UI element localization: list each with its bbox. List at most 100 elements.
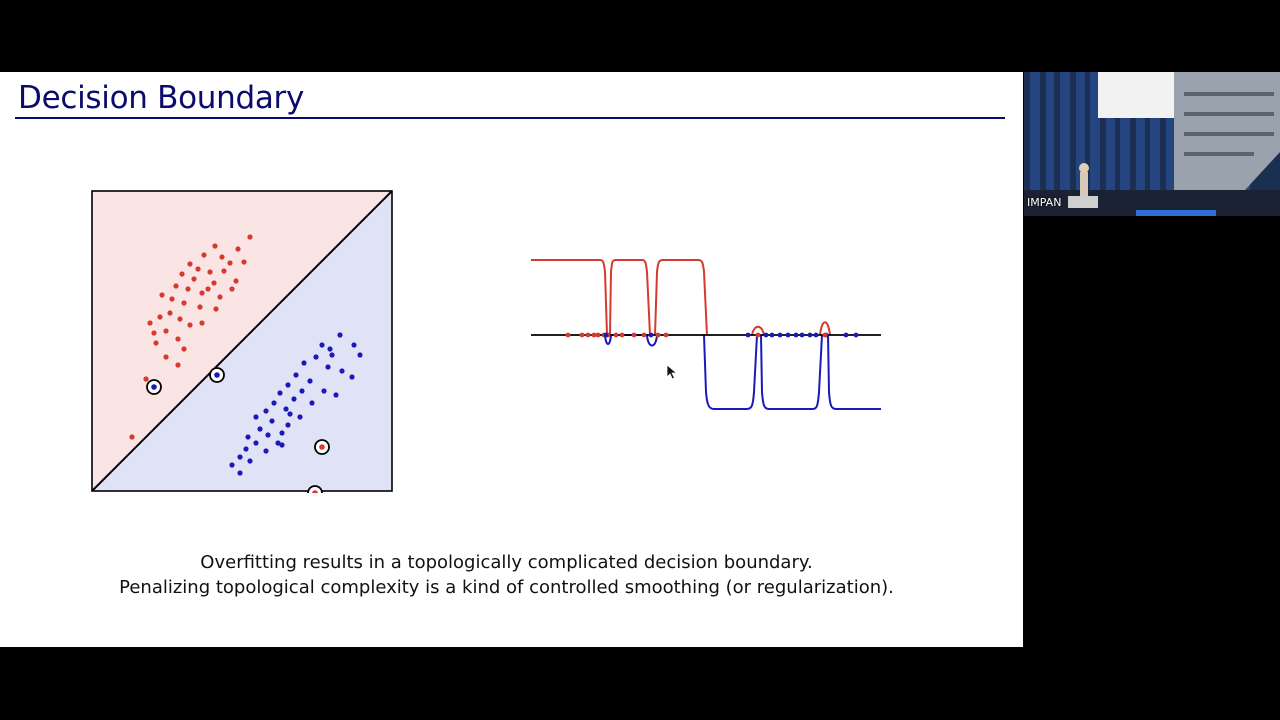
red-point <box>197 304 203 310</box>
blue-point <box>293 372 299 378</box>
red-point <box>181 300 187 306</box>
red-point <box>229 286 235 292</box>
red-point <box>191 276 197 282</box>
blue-axis-point <box>799 332 805 338</box>
red-axis-point <box>655 332 661 338</box>
misclassified-dot <box>214 372 220 378</box>
red-point <box>181 346 187 352</box>
blue-axis-point <box>763 332 769 338</box>
blue-point <box>253 414 259 420</box>
blue-axis-point <box>769 332 775 338</box>
red-point <box>187 261 193 267</box>
red-axis-point <box>585 332 591 338</box>
blue-point <box>275 440 281 446</box>
red-axis-point <box>663 332 669 338</box>
red-point <box>207 269 213 275</box>
title-underline <box>15 117 1005 119</box>
red-curve <box>531 259 708 336</box>
blue-point <box>309 400 315 406</box>
misclassified-dot <box>312 490 318 493</box>
misclassified-ring <box>307 485 323 493</box>
red-point <box>235 246 241 252</box>
blue-point <box>325 364 331 370</box>
blue-point <box>297 414 303 420</box>
red-point <box>241 259 247 265</box>
red-axis-point <box>822 332 828 338</box>
blue-axis-point <box>843 332 849 338</box>
blue-axis-point <box>807 332 813 338</box>
red-point <box>167 310 173 316</box>
blue-point <box>245 434 251 440</box>
blue-points <box>229 332 363 476</box>
blue-axis-point <box>853 332 859 338</box>
video-feed-icon <box>1024 72 1280 216</box>
blue-point <box>337 332 343 338</box>
scatter-illustration <box>91 190 393 493</box>
mouse-pointer-icon <box>666 364 678 380</box>
blue-point <box>351 342 357 348</box>
red-point <box>151 330 157 336</box>
red-axis-point <box>755 332 761 338</box>
blue-point <box>319 342 325 348</box>
red-point <box>185 286 191 292</box>
red-point <box>227 260 233 266</box>
decision-line <box>91 190 393 492</box>
red-point <box>147 320 153 326</box>
red-point <box>175 362 181 368</box>
blue-point <box>307 378 313 384</box>
red-point <box>195 266 201 272</box>
blue-point <box>247 458 253 464</box>
blue-point <box>277 390 283 396</box>
blue-point <box>263 448 269 454</box>
red-point <box>217 294 223 300</box>
blue-point <box>301 360 307 366</box>
blue-point <box>329 352 335 358</box>
blue-axis-point <box>603 332 609 338</box>
red-point <box>199 320 205 326</box>
caption-line-1: Overfitting results in a topologically c… <box>200 552 813 573</box>
red-point <box>129 434 135 440</box>
red-point <box>157 314 163 320</box>
blue-point <box>299 388 305 394</box>
blue-point <box>229 462 235 468</box>
blue-point <box>265 432 271 438</box>
slide-caption: Overfitting results in a topologically c… <box>0 550 1013 600</box>
red-point <box>173 283 179 289</box>
blue-axis-point <box>785 332 791 338</box>
webcam-label: IMPAN <box>1027 196 1062 209</box>
misclassified-dot <box>151 384 157 390</box>
red-point <box>247 234 253 240</box>
blue-point <box>279 430 285 436</box>
red-point <box>201 252 207 258</box>
red-point <box>177 316 183 322</box>
blue-point <box>321 388 327 394</box>
red-axis-point <box>595 332 601 338</box>
red-point <box>219 254 225 260</box>
blue-point <box>253 440 259 446</box>
blue-axis-point <box>745 332 751 338</box>
blue-curve <box>600 334 881 410</box>
misclassified-points <box>146 367 330 493</box>
red-point <box>212 243 218 249</box>
blue-point <box>285 422 291 428</box>
red-point <box>213 306 219 312</box>
blue-point <box>349 374 355 380</box>
red-axis-point <box>613 332 619 338</box>
red-point <box>187 322 193 328</box>
axis-points <box>565 332 859 338</box>
red-axis-point <box>641 332 647 338</box>
red-point <box>199 290 205 296</box>
blue-axis-point <box>793 332 799 338</box>
blue-point <box>279 442 285 448</box>
blue-axis-point <box>813 332 819 338</box>
blue-point <box>263 408 269 414</box>
red-point <box>159 292 165 298</box>
red-point <box>153 340 159 346</box>
blue-point <box>257 426 263 432</box>
presentation-slide: Decision Boundary Overfitting results in… <box>0 72 1023 647</box>
red-point <box>175 336 181 342</box>
red-point <box>205 286 211 292</box>
slide-title: Decision Boundary <box>18 80 305 116</box>
blue-point <box>271 400 277 406</box>
blue-point <box>237 470 243 476</box>
